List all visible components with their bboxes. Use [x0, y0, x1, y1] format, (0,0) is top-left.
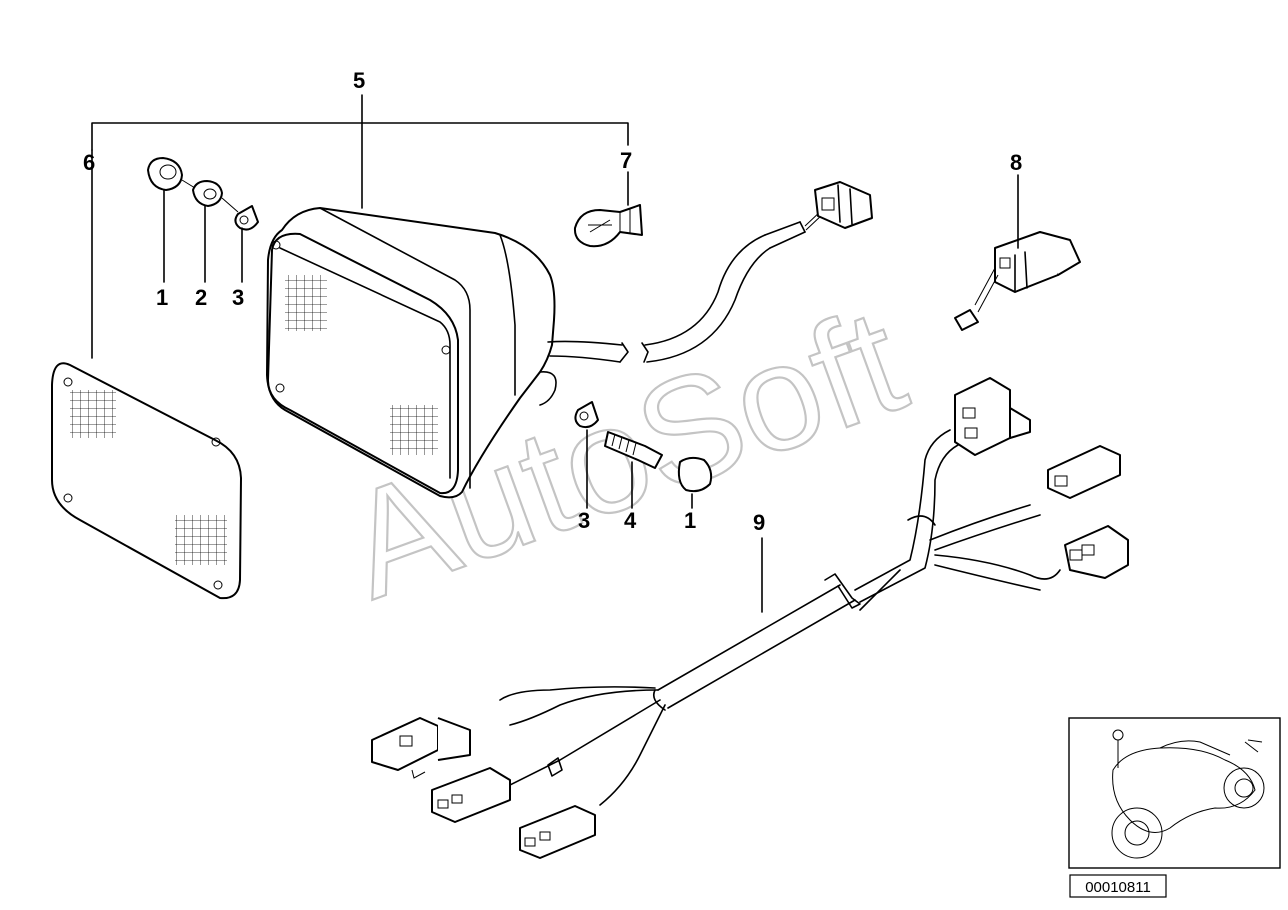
callout-4: 4: [624, 508, 637, 533]
callout-8: 8: [1010, 150, 1022, 175]
motorcycle-inset: [1068, 717, 1281, 869]
motorcycle-icon: [1111, 729, 1265, 859]
connector-8: [954, 174, 1081, 331]
callout-3-bottom: 3: [578, 508, 590, 533]
wiring-harness: [371, 377, 1129, 859]
assembly-bracket: [91, 94, 629, 209]
diagram-number-box: 00010811: [1069, 874, 1167, 898]
callout-labels: 5 6 7 8 1 2 3 3 4 1 9: [83, 68, 1022, 535]
bulb: [573, 171, 643, 248]
callout-2: 2: [195, 285, 207, 310]
small-parts-bottom: [574, 401, 713, 509]
callout-9: 9: [753, 510, 765, 535]
callout-3-top: 3: [232, 285, 244, 310]
callout-1-top: 1: [156, 285, 168, 310]
small-parts-top: [147, 157, 259, 283]
lens-plate: [51, 149, 242, 600]
callout-5: 5: [353, 68, 365, 93]
callout-7: 7: [620, 148, 632, 173]
callout-1-bottom: 1: [684, 508, 696, 533]
diagram-number: 00010811: [1085, 879, 1151, 896]
light-housing: [266, 181, 873, 499]
callout-6: 6: [83, 150, 95, 175]
